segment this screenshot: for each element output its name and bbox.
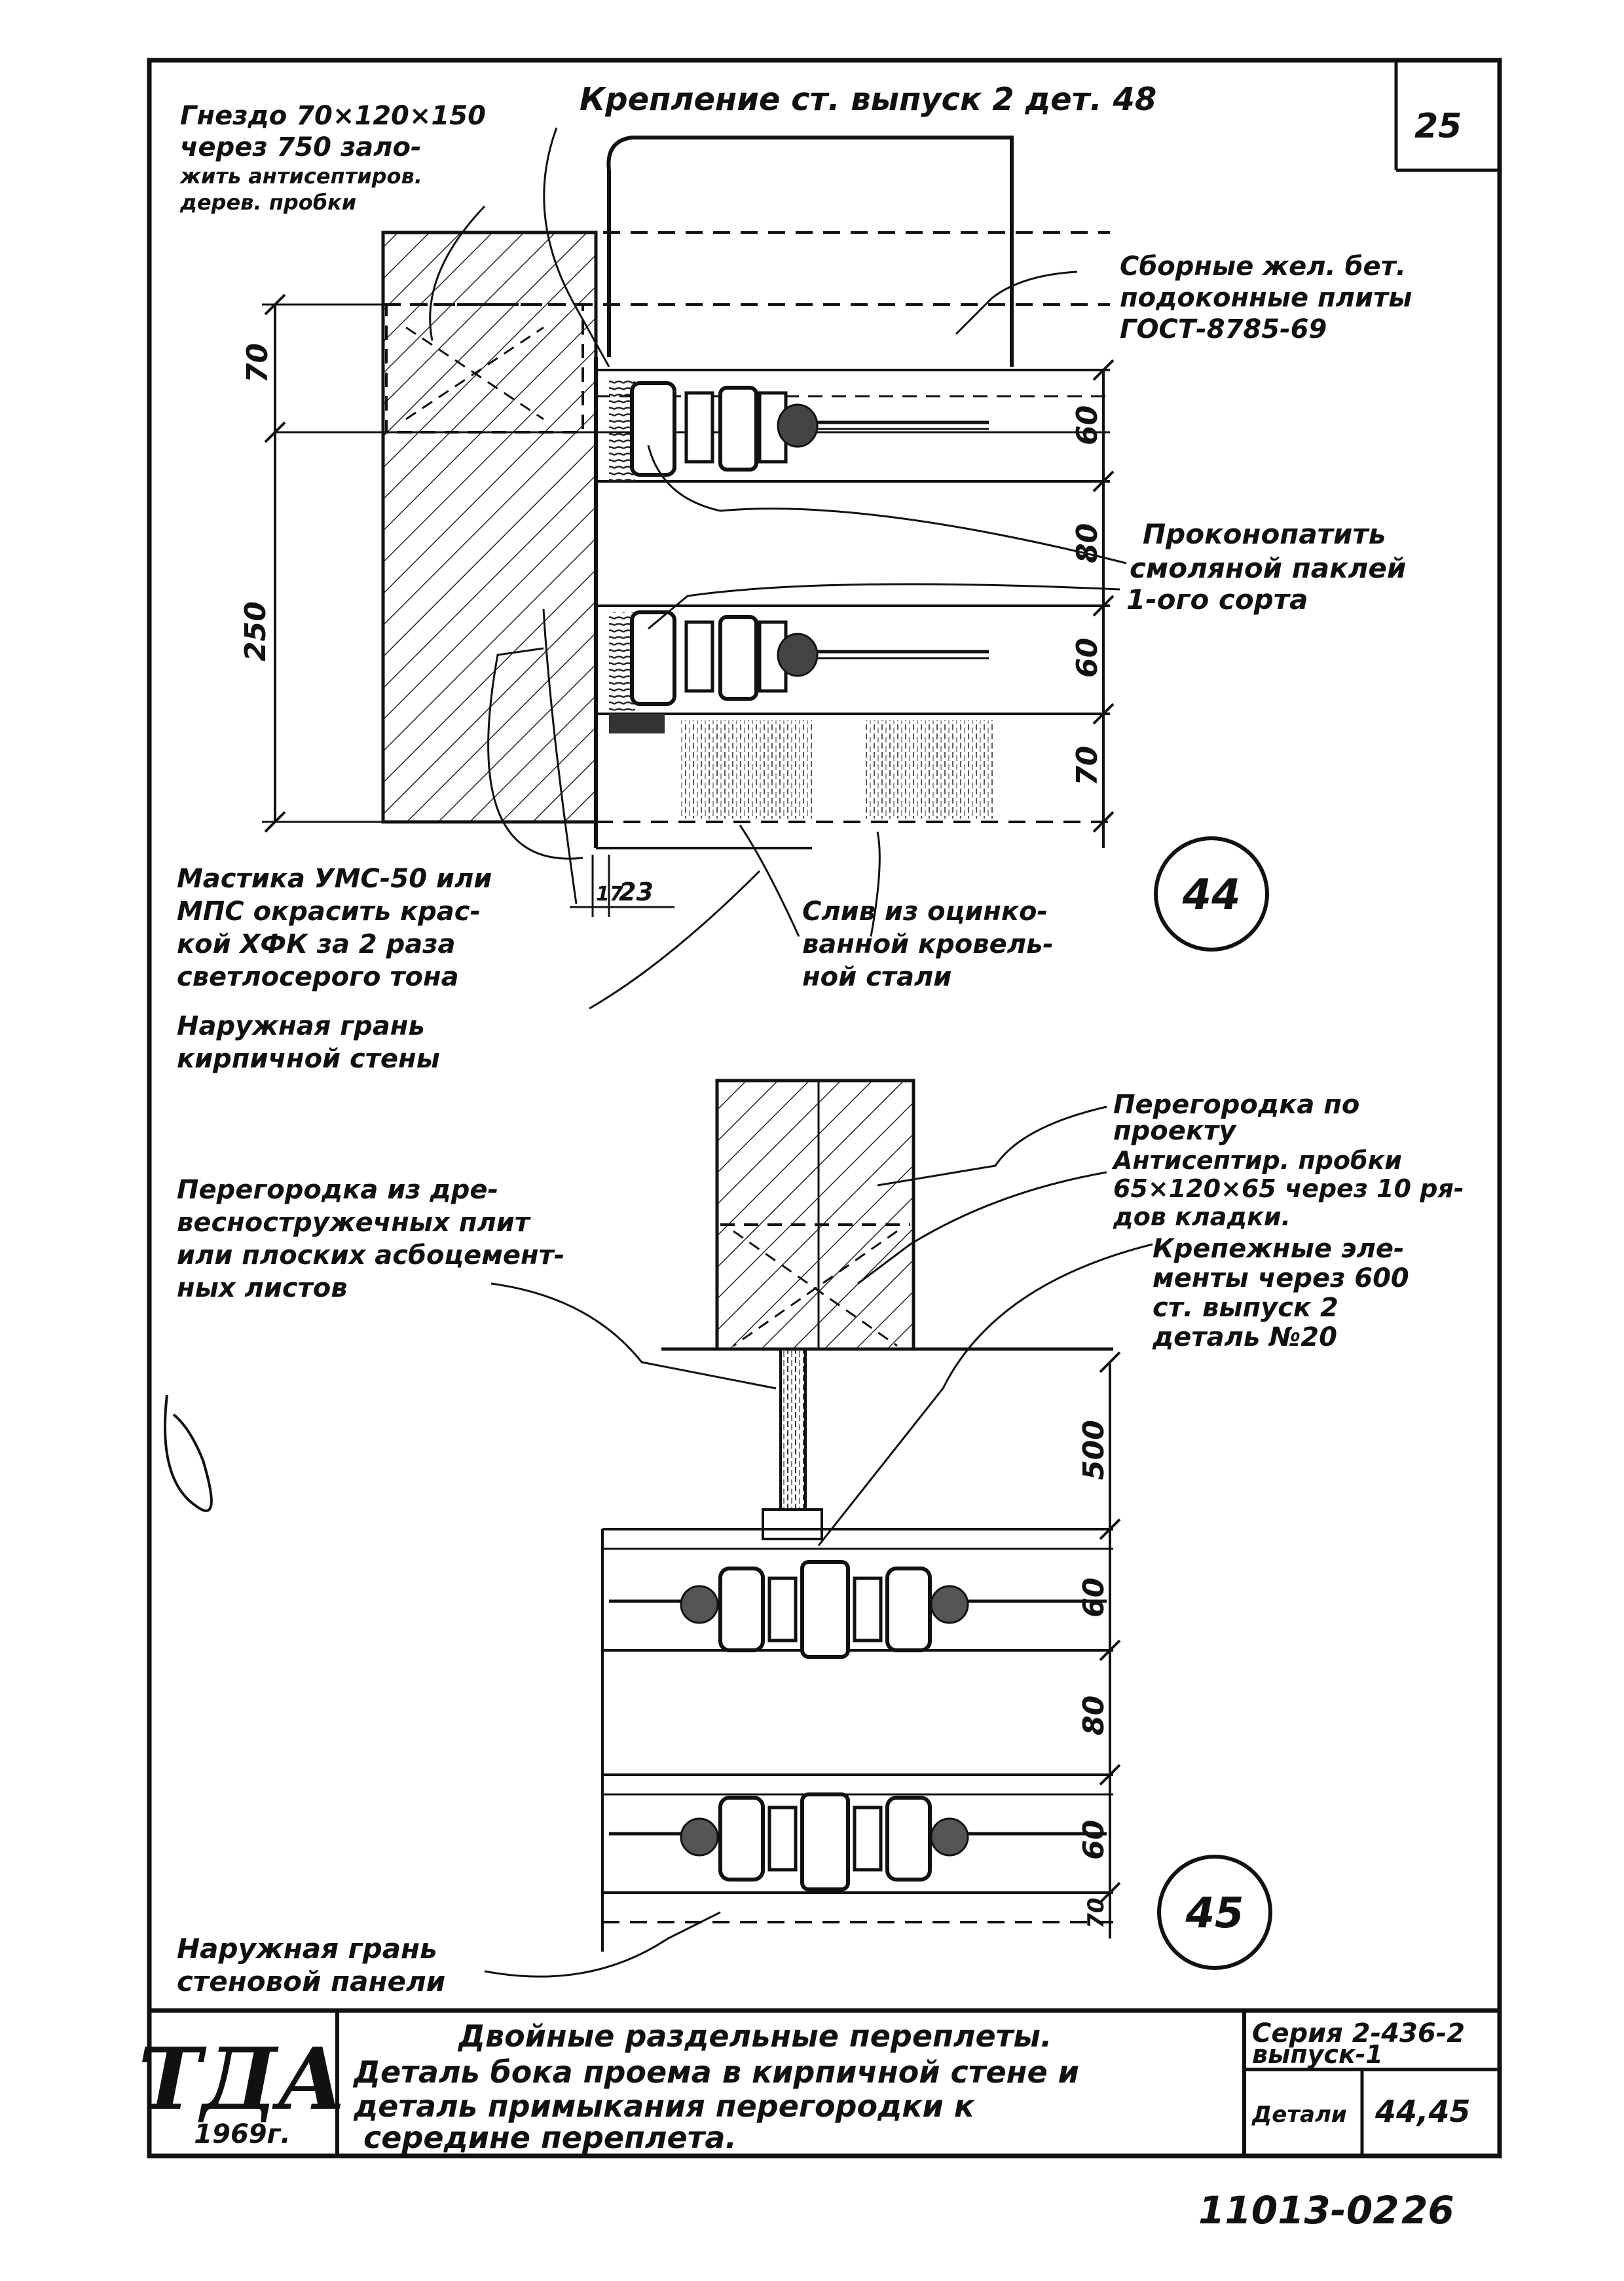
lower-sash xyxy=(609,610,989,733)
note-outer-face-panel-line: Наружная грань xyxy=(177,1933,437,1965)
dim-bottom-23: 23 xyxy=(619,878,654,906)
note-partition-board-line: весностружечных плит xyxy=(177,1208,532,1238)
title-series: Серия 2-436-2 xyxy=(1252,2018,1465,2049)
detail-44-number: 44 xyxy=(1181,871,1240,919)
note-partition-board-line: ных листов xyxy=(177,1273,348,1303)
note-fastening: Крепление ст. выпуск 2 дет. 48 xyxy=(580,81,1156,118)
note-partition-project-line: проекту xyxy=(1113,1116,1237,1146)
partition-wall xyxy=(715,1079,915,1351)
partition-board xyxy=(779,1348,807,1521)
note-partition-board-line: Перегородка из дре- xyxy=(177,1175,498,1205)
note-partition-board-line: или плоских асбоцемент- xyxy=(177,1240,564,1270)
sill-plate xyxy=(606,136,1014,367)
note-nest: Гнездо 70×120×150 через 750 зало- жить а… xyxy=(179,101,486,215)
lower-double-sash xyxy=(609,1792,1107,1891)
note-drip: Слив из оцинко- ванной кровель- ной стал… xyxy=(802,897,1054,992)
note-sill-line: Сборные жел. бет. xyxy=(1120,251,1406,282)
dim-left-250: 250 xyxy=(239,601,272,661)
note-fasteners-line: деталь №20 xyxy=(1152,1322,1337,1352)
note-caulk-line: смоляной паклей xyxy=(1130,552,1406,584)
note-nest-line: Гнездо 70×120×150 xyxy=(180,101,486,131)
title-line: Деталь бока проема в кирпичной стене и xyxy=(352,2054,1079,2090)
note-caulk-line: 1-ого сорта xyxy=(1126,584,1308,616)
note-caulk-line: Проконопатить xyxy=(1143,518,1386,550)
note-caulk: Проконопатить смоляной паклей 1-ого сорт… xyxy=(1126,518,1406,616)
note-sill-line: ГОСТ-8785-69 xyxy=(1120,314,1327,344)
detail-45-number: 45 xyxy=(1185,1889,1244,1938)
upper-double-sash xyxy=(609,1560,1107,1659)
dim-right-60a: 60 xyxy=(1071,405,1104,445)
title-line: середине переплета. xyxy=(363,2120,737,2155)
detail-44 xyxy=(262,127,1127,1010)
note-antiseptic-line: 65×120×65 через 10 ря- xyxy=(1113,1174,1464,1203)
dim45-70: 70 xyxy=(1083,1898,1109,1929)
note-drip-line: ванной кровель- xyxy=(802,929,1054,959)
dim45-80: 80 xyxy=(1077,1696,1111,1735)
note-fasteners-line: менты через 600 xyxy=(1153,1263,1409,1293)
title-text: Двойные раздельные переплеты. Деталь бок… xyxy=(352,2018,1079,2155)
detail-44-circle xyxy=(1154,836,1269,952)
note-mastic-line: МПС окрасить крас- xyxy=(177,897,481,927)
note-antiseptic: Антисептир. пробки 65×120×65 через 10 ря… xyxy=(1111,1146,1464,1231)
detail-45-leaders xyxy=(484,1105,1153,1978)
note-sill-line: подоконные плиты xyxy=(1120,283,1412,313)
title-line: деталь примыкания перегородки к xyxy=(353,2088,976,2124)
detail-45 xyxy=(164,1079,1153,1978)
note-outer-face-panel-line: стеновой панели xyxy=(177,1965,445,1997)
note-nest-line: дерев. пробки xyxy=(179,190,356,215)
title-issue: выпуск-1 xyxy=(1252,2040,1383,2069)
note-fasteners: Крепежные эле- менты через 600 ст. выпус… xyxy=(1152,1234,1409,1352)
title-detail-label: Детали xyxy=(1251,2102,1347,2128)
note-antiseptic-line: дов кладки. xyxy=(1113,1202,1291,1231)
note-fasteners-line: Крепежные эле- xyxy=(1153,1234,1405,1264)
dim-bottom-17: 17 xyxy=(596,883,623,906)
drip-shading xyxy=(681,720,812,819)
note-mastic-line: светлосерого тона xyxy=(177,962,459,992)
note-fasteners-line: ст. выпуск 2 xyxy=(1153,1293,1338,1323)
dim45-500: 500 xyxy=(1077,1420,1111,1480)
antiseptic-plug xyxy=(385,303,584,434)
note-outer-face-line: Наружная грань xyxy=(177,1011,425,1041)
brick-wall xyxy=(381,231,598,824)
note-drip-line: ной стали xyxy=(802,962,951,992)
bottom-code: 11013-02 xyxy=(1198,2188,1399,2233)
detail-45-circle xyxy=(1157,1855,1272,1970)
dim45-60a: 60 xyxy=(1077,1578,1111,1618)
dim-right-60b: 60 xyxy=(1071,638,1104,678)
margin-mark xyxy=(164,1394,213,1512)
note-nest-line: через 750 зало- xyxy=(180,132,422,162)
note-partition-project: Перегородка по проекту xyxy=(1113,1090,1359,1146)
note-outer-face-panel: Наружная грань стеновой панели xyxy=(177,1933,445,1997)
title-line: Двойные раздельные переплеты. xyxy=(457,2018,1052,2054)
note-mastic-line: Мастика УМС-50 или xyxy=(177,864,492,894)
title-detail-value: 44,45 xyxy=(1375,2094,1471,2129)
sheet-frame xyxy=(147,58,1502,2159)
note-antiseptic-line: Антисептир. пробки xyxy=(1111,1146,1402,1175)
note-outer-face-line: кирпичной стены xyxy=(177,1044,440,1074)
note-sill: Сборные жел. бет. подоконные плиты ГОСТ-… xyxy=(1120,251,1412,344)
dim-right-70: 70 xyxy=(1071,746,1104,786)
bottom-page: 26 xyxy=(1401,2188,1454,2233)
note-drip-line: Слив из оцинко- xyxy=(802,897,1048,927)
title-block-frame xyxy=(149,2008,1500,2156)
note-nest-line: жить антисептиров. xyxy=(179,164,422,189)
title-logo: ТДА xyxy=(138,2029,346,2129)
title-year: 1969г. xyxy=(194,2119,290,2149)
detail-44-leaders xyxy=(429,127,1127,1010)
upper-sash xyxy=(609,380,989,481)
sheet-number: 25 xyxy=(1414,107,1462,146)
dim-right-80: 80 xyxy=(1071,523,1104,563)
note-outer-face-brick: Наружная грань кирпичной стены xyxy=(177,1011,440,1074)
note-mastic-line: кой ХФК за 2 раза xyxy=(177,929,456,959)
note-mastic: Мастика УМС-50 или МПС окрасить крас- ко… xyxy=(177,864,492,992)
note-partition-project-line: Перегородка по xyxy=(1113,1090,1359,1120)
dim45-60b: 60 xyxy=(1077,1820,1111,1860)
dim-left-70: 70 xyxy=(241,343,274,383)
note-partition-board: Перегородка из дре- весностружечных плит… xyxy=(177,1175,564,1303)
